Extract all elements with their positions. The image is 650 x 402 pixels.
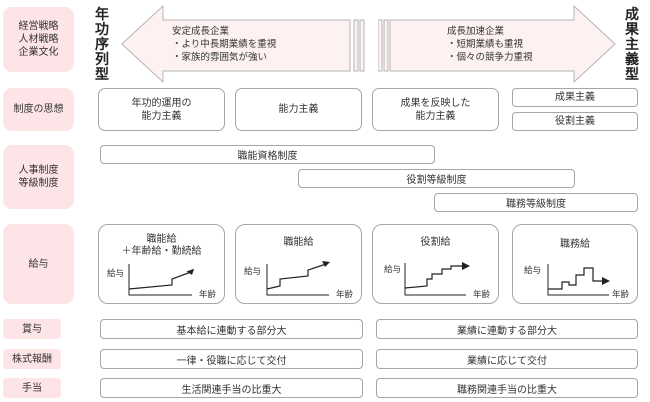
row-label-allowance: 手当 — [3, 378, 61, 398]
curve-arrowhead — [462, 262, 470, 270]
allowance-left: 生活関連手当の比重大 — [100, 378, 363, 398]
salary-card-title: 職能給 ＋年齢給・勤続給 — [121, 234, 202, 257]
philosophy-seniority-ability: 年功的運用の 能力主義 — [98, 88, 225, 131]
chart-axes — [128, 264, 192, 296]
salary-card-job: 職務給 給与 年齢 — [512, 224, 638, 304]
bonus-right: 業績に連動する部分大 — [376, 319, 638, 339]
right-arrow-shape — [378, 4, 616, 84]
chart-axes — [404, 263, 466, 296]
salary-chart-steady-steps — [266, 261, 330, 296]
chart-axes — [547, 264, 609, 296]
bonus-left: 基本給に連動する部分大 — [100, 319, 363, 339]
curve-arrowhead — [322, 261, 330, 267]
salary-x-label: 年齢 — [473, 290, 491, 300]
philosophy-ability: 能力主義 — [235, 88, 362, 131]
allowance-right: 職務関連手当の比重大 — [376, 378, 638, 398]
stock-right: 業績に応じて交付 — [376, 349, 638, 369]
salary-x-label: 年齢 — [612, 290, 630, 300]
salary-card-ability-age-tenure: 職能給 ＋年齢給・勤続給 給与 年齢 — [98, 224, 225, 304]
row-label-salary: 給与 — [3, 224, 74, 304]
salary-y-label: 給与 — [384, 265, 402, 275]
salary-card-role: 役割給 給与 年齢 — [372, 224, 499, 304]
left-arrow-text: 安定成長企業 ・より中長期業績を重視 ・家族的雰囲気が強い — [172, 26, 277, 63]
left-arrow-shape — [121, 4, 365, 84]
philosophy-role: 役割主義 — [512, 112, 638, 131]
salary-curve — [266, 263, 327, 290]
salary-curve — [404, 265, 463, 289]
salary-y-label: 給与 — [244, 267, 262, 277]
right-title-performance-type: 成果主義型 — [624, 7, 640, 83]
grade-job: 職務等級制度 — [434, 193, 638, 212]
salary-chart-gentle-rise — [128, 264, 195, 296]
row-label-strategy: 経営戦略 人材戦略 企業文化 — [3, 7, 74, 72]
row-label-stock: 株式報酬 — [3, 349, 61, 369]
stock-left: 一律・役職に応じて交付 — [100, 349, 363, 369]
row-label-philosophy: 制度の思想 — [3, 88, 74, 131]
grade-role: 役割等級制度 — [298, 169, 575, 188]
row-label-bonus: 賞与 — [3, 319, 61, 339]
salary-y-label: 給与 — [524, 266, 542, 276]
salary-card-title: 職務給 — [560, 239, 590, 250]
curve-arrowhead — [602, 277, 610, 285]
salary-x-label: 年齢 — [336, 290, 354, 300]
salary-x-label: 年齢 — [199, 290, 217, 300]
grade-ability-qualification: 職能資格制度 — [100, 145, 435, 164]
row-label-grade: 人事制度 等級制度 — [3, 145, 74, 209]
left-title-seniority-type: 年功序列型 — [94, 7, 110, 83]
salary-card-ability: 職能給 給与 年齢 — [235, 224, 362, 304]
philosophy-performance: 成果主義 — [512, 88, 638, 107]
salary-card-title: 役割給 — [420, 237, 451, 248]
right-arrow-text: 成長加速企業 ・短期業績も重視 ・個々の競争力重視 — [447, 26, 533, 63]
philosophy-result-ability: 成果を反映した 能力主義 — [372, 88, 499, 131]
salary-curve — [128, 271, 192, 290]
curve-arrowhead — [186, 268, 195, 275]
salary-y-label: 給与 — [107, 269, 125, 279]
salary-chart-up-and-down — [547, 264, 610, 296]
chart-axes — [266, 264, 329, 296]
salary-chart-staircase — [404, 262, 470, 296]
salary-card-title: 職能給 — [283, 237, 314, 248]
salary-curve — [548, 267, 603, 290]
